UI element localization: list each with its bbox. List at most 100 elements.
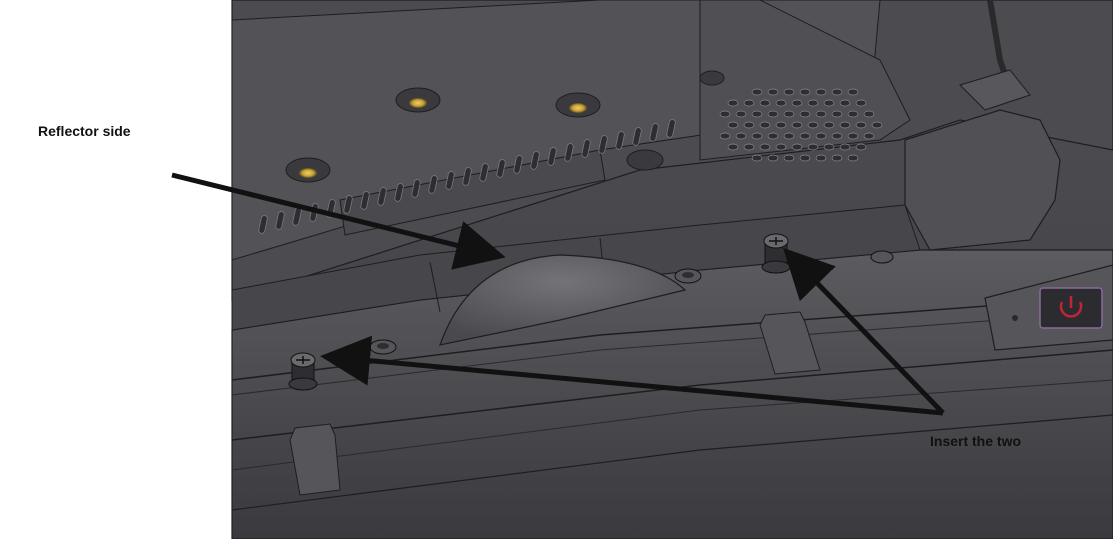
grille-hole <box>815 110 827 118</box>
grille-hole <box>775 99 787 107</box>
grille-hole <box>839 121 851 129</box>
grille-hole <box>751 132 763 140</box>
grille-hole <box>791 121 803 129</box>
vent-slot <box>547 147 557 166</box>
standoff <box>674 268 702 284</box>
vent-slot <box>360 191 370 210</box>
grille-hole <box>823 143 835 151</box>
power-icon <box>1059 296 1083 318</box>
grille-hole <box>743 121 755 129</box>
grille-hole <box>823 121 835 129</box>
insert-arrow-right <box>783 247 945 415</box>
grille-hole <box>847 132 859 140</box>
grille-hole <box>863 110 875 118</box>
vent-slot <box>411 179 421 198</box>
grille-hole <box>823 99 835 107</box>
reflector-side-label: Reflector side <box>38 123 131 139</box>
grille-hole <box>767 154 779 162</box>
grille-hole <box>799 132 811 140</box>
grille-hole <box>735 110 747 118</box>
speaker-grille <box>719 88 883 162</box>
vent-slot <box>377 187 387 206</box>
grille-hole <box>831 88 843 96</box>
vent-slot <box>513 155 523 174</box>
grille-hole <box>767 88 779 96</box>
grille-hole <box>783 88 795 96</box>
grille-hole <box>743 99 755 107</box>
grille-hole <box>799 110 811 118</box>
gold-insert <box>395 87 441 113</box>
grille-hole <box>863 132 875 140</box>
vent-slot <box>615 131 625 150</box>
vent-slot <box>343 195 353 214</box>
grille-hole <box>759 99 771 107</box>
grille-hole <box>831 132 843 140</box>
grille-hole <box>783 154 795 162</box>
mount-hole <box>699 70 725 86</box>
power-button[interactable] <box>984 264 1113 351</box>
grille-hole <box>791 143 803 151</box>
grille-hole <box>727 121 739 129</box>
callout-arrows <box>171 172 945 416</box>
grille-hole <box>775 121 787 129</box>
grille-hole <box>855 143 867 151</box>
grille-hole <box>791 99 803 107</box>
grille-hole <box>839 99 851 107</box>
grille-hole <box>855 121 867 129</box>
grille-hole <box>727 143 739 151</box>
grille-hole <box>799 154 811 162</box>
grille-hole <box>847 110 859 118</box>
grille-hole <box>783 110 795 118</box>
grille-hole <box>767 110 779 118</box>
gold-insert <box>285 157 331 183</box>
grille-hole <box>719 110 731 118</box>
gold-inserts <box>285 70 725 183</box>
vent-slot <box>462 167 472 186</box>
vent-slot <box>649 123 659 142</box>
vent-slot <box>530 151 540 170</box>
reflector-arrow <box>171 172 506 270</box>
mount-hole <box>626 149 664 171</box>
grille-hole <box>855 99 867 107</box>
grille-hole <box>759 143 771 151</box>
vent-slot <box>581 139 591 158</box>
grille-hole <box>839 143 851 151</box>
screw-right <box>761 233 791 274</box>
grille-hole <box>727 99 739 107</box>
grille-hole <box>847 154 859 162</box>
grille-hole <box>831 154 843 162</box>
grille-hole <box>871 121 883 129</box>
grille-hole <box>775 143 787 151</box>
device-body <box>231 0 1113 539</box>
vent-slot <box>666 119 676 138</box>
vent-slot <box>445 171 455 190</box>
grille-hole <box>783 132 795 140</box>
grille-hole <box>815 88 827 96</box>
grille-hole <box>815 132 827 140</box>
grille-hole <box>831 110 843 118</box>
grille-hole <box>759 121 771 129</box>
vent-slot <box>496 159 506 178</box>
grille-hole <box>751 88 763 96</box>
vent-slot <box>394 183 404 202</box>
vent-slot <box>258 215 268 234</box>
screw-left <box>288 352 318 391</box>
vent-slot <box>479 163 489 182</box>
grille-hole <box>743 143 755 151</box>
grille-hole <box>735 132 747 140</box>
vent-slot <box>428 175 438 194</box>
vent-slot <box>632 127 642 146</box>
vent-slot <box>598 135 608 154</box>
grille-hole <box>751 110 763 118</box>
grille-hole <box>799 88 811 96</box>
gold-insert <box>555 92 601 118</box>
grille-hole <box>807 99 819 107</box>
grille-hole <box>719 132 731 140</box>
insert-arrow-left <box>320 335 944 416</box>
standoff <box>369 339 397 355</box>
vent-slot <box>275 211 285 230</box>
insert-the-two-label: Insert the two <box>930 433 1022 449</box>
grille-hole <box>807 143 819 151</box>
grille-hole <box>847 88 859 96</box>
